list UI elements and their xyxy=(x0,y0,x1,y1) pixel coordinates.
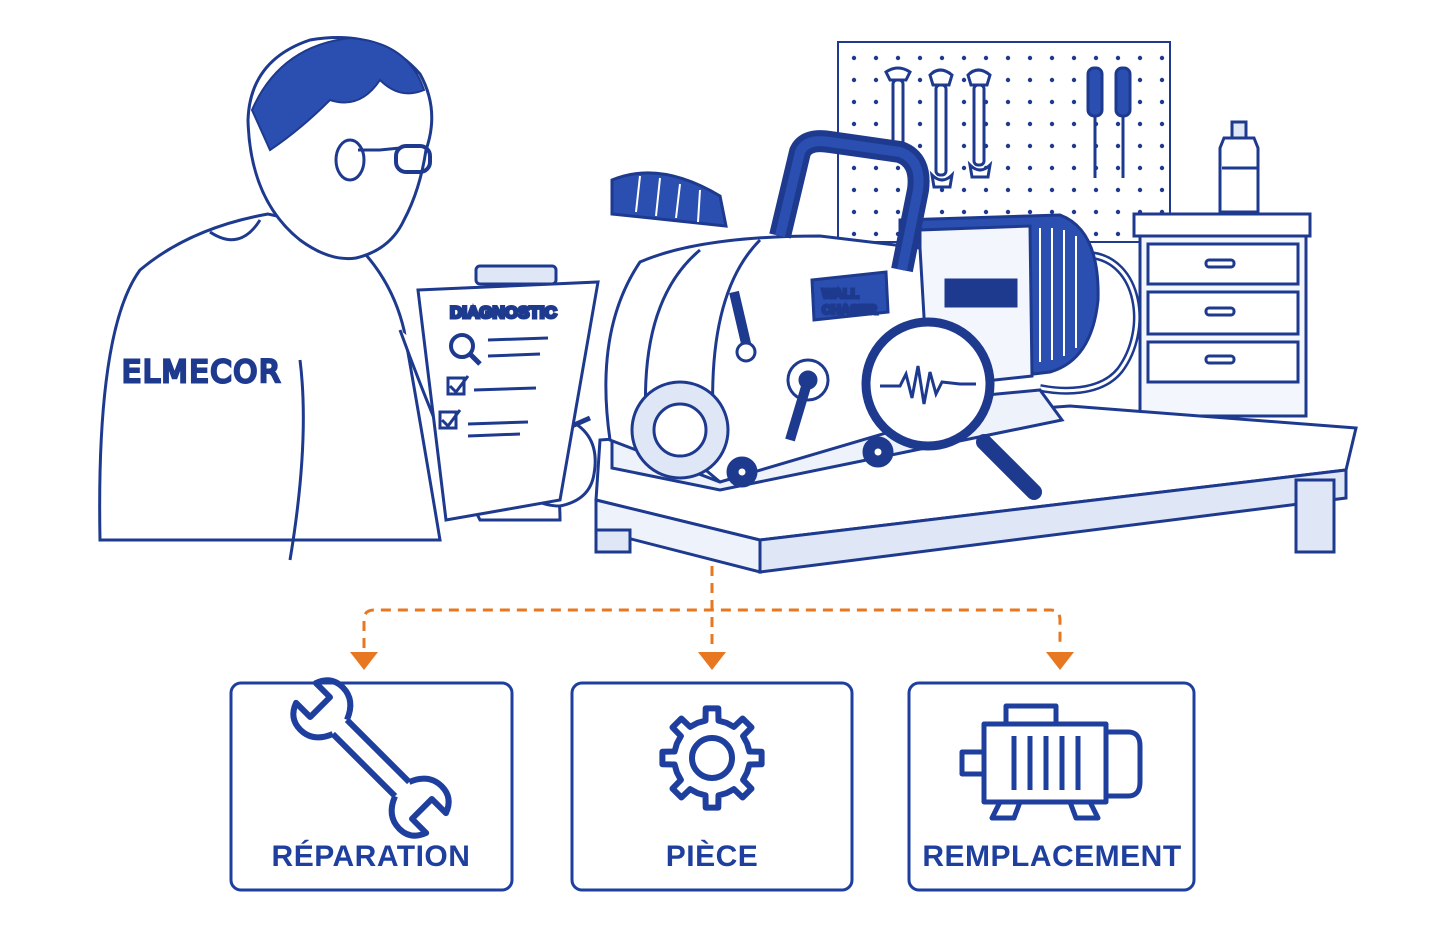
outcome-box-reparation: RÉPARATION xyxy=(229,677,514,892)
outcome-box-remplacement: REMPLACEMENT xyxy=(907,681,1196,892)
drawer-cabinet xyxy=(1132,212,1312,418)
arrow-head-reparation xyxy=(350,652,378,670)
magnifier-waveform-icon xyxy=(861,317,1042,500)
spray-bottle xyxy=(1218,120,1260,214)
outcome-box-piece: PIÈCE xyxy=(570,681,854,892)
diagnostic-clipboard: DIAGNOSTIC xyxy=(416,264,600,522)
outcome-label-remplacement: REMPLACEMENT xyxy=(922,840,1181,873)
arrow-head-remplacement xyxy=(1046,652,1074,670)
machine-label-line2: CHASER xyxy=(822,302,878,317)
electric-motor-icon xyxy=(959,703,1143,821)
hanging-screwdrivers xyxy=(1086,66,1132,178)
outcome-label-piece: PIÈCE xyxy=(666,839,759,873)
outcome-label-reparation: RÉPARATION xyxy=(272,839,471,873)
jacket-brand-text: ELMECOR xyxy=(122,355,282,390)
machine-label-line1: WALL xyxy=(822,286,859,301)
flow-arrows xyxy=(362,566,1062,648)
hanging-wrenches xyxy=(884,66,993,189)
clipboard-title: DIAGNOSTIC xyxy=(450,303,557,322)
gear-icon xyxy=(659,705,765,811)
arrow-heads xyxy=(350,652,1074,670)
wrench-icon xyxy=(290,677,452,839)
arrow-head-piece xyxy=(698,652,726,670)
